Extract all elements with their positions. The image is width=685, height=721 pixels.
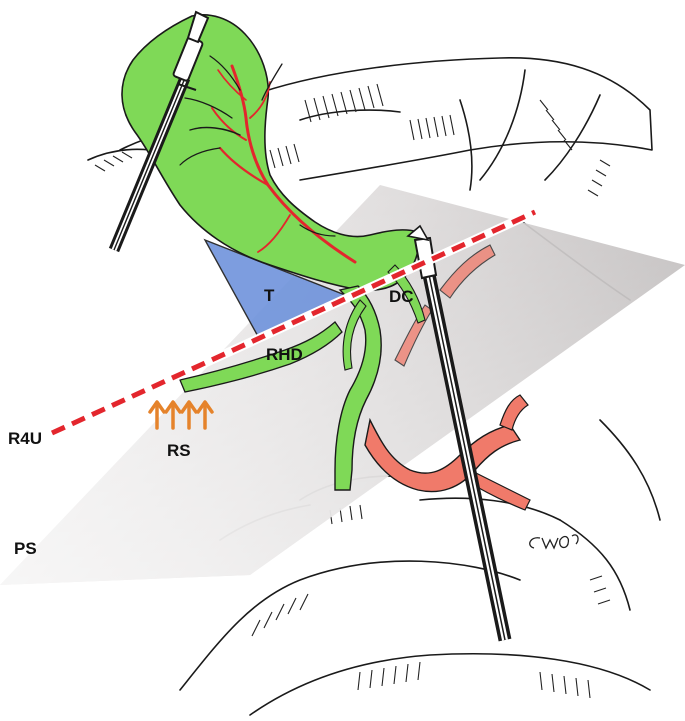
artist-signature [529, 534, 579, 550]
arrow-3 [180, 400, 198, 430]
hepatic-artery [364, 244, 531, 511]
label-r4u: R4U [8, 429, 42, 448]
cystic-artery-branches [179, 55, 357, 264]
arrow-2 [164, 400, 182, 430]
cystic-duct [334, 285, 382, 491]
right-hepatic-duct [179, 321, 343, 393]
rouviere-sulcus-arrows [148, 400, 214, 430]
liver-hatching [94, 83, 611, 197]
label-dc: DC [389, 287, 414, 306]
liver-outline [87, 57, 653, 301]
fundus-grasper [108, 10, 210, 253]
duodenum-hatching [251, 504, 611, 699]
arrow-1 [148, 400, 166, 430]
label-t: T [264, 286, 275, 305]
label-rs: RS [167, 441, 191, 460]
label-rhd: RHD [266, 345, 303, 364]
label-ps: PS [14, 539, 37, 558]
arrow-4 [196, 400, 214, 430]
